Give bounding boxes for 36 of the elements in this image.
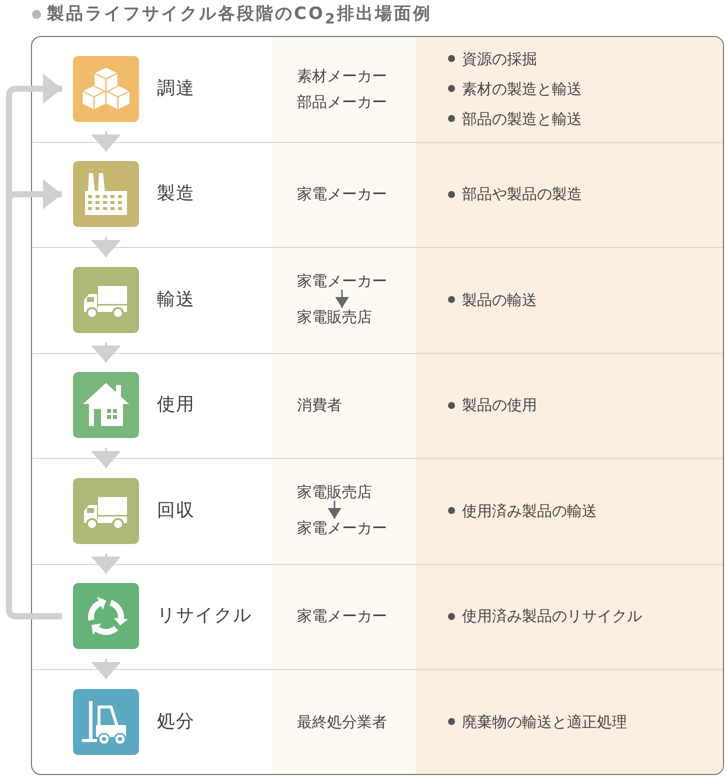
emission-item: 製品の輸送 (462, 290, 537, 309)
stage-name: 調達 (157, 78, 195, 100)
actor-name: 家電メーカー (297, 272, 387, 290)
stage-name: 輸送 (157, 288, 195, 311)
actor-name: 消費者 (297, 396, 342, 414)
actor-name: 最終処分業者 (297, 712, 387, 731)
stage-name: 回収 (157, 500, 195, 522)
chevron-arrow (91, 132, 121, 152)
stage-name: 製造 (157, 183, 195, 206)
actor-name: 家電メーカー (297, 518, 387, 537)
diagram-title: 製品ライフサイクル各段階のCO$_{2}$排出場面例 (47, 3, 432, 30)
actor-name: 部品メーカー (297, 92, 387, 111)
emission-item: 製品の使用 (462, 396, 537, 414)
chevron-arrow (91, 237, 121, 257)
emission-item: 素材の製造と輸送 (462, 80, 582, 98)
actor-name: 家電メーカー (297, 185, 387, 204)
arrow (335, 290, 349, 308)
loop-arrow (6, 179, 62, 620)
emission-item: 部品の製造と輸送 (462, 110, 582, 128)
chevron-arrow (91, 659, 121, 679)
chevron-arrow (91, 448, 121, 468)
emission-item: 資源の採掘 (462, 50, 537, 68)
emission-item: 使用済み製品の輸送 (462, 502, 597, 520)
emission-item: 使用済み製品のリサイクル (462, 607, 642, 626)
stage-name: 使用 (157, 394, 195, 416)
actor-name: 家電販売店 (297, 482, 372, 501)
emission-item: 部品や製品の製造 (462, 185, 582, 204)
stage-name: 処分 (157, 710, 195, 733)
stage-name: リサイクル (157, 605, 252, 628)
actor-name: 家電メーカー (297, 607, 387, 626)
chevron-arrow (91, 342, 121, 362)
emission-item: 廃棄物の輸送と適正処理 (462, 712, 627, 731)
actor-name: 素材メーカー (297, 66, 387, 85)
chevron-arrow (91, 554, 121, 574)
arrow (328, 500, 342, 519)
actor-name: 家電販売店 (297, 308, 372, 326)
